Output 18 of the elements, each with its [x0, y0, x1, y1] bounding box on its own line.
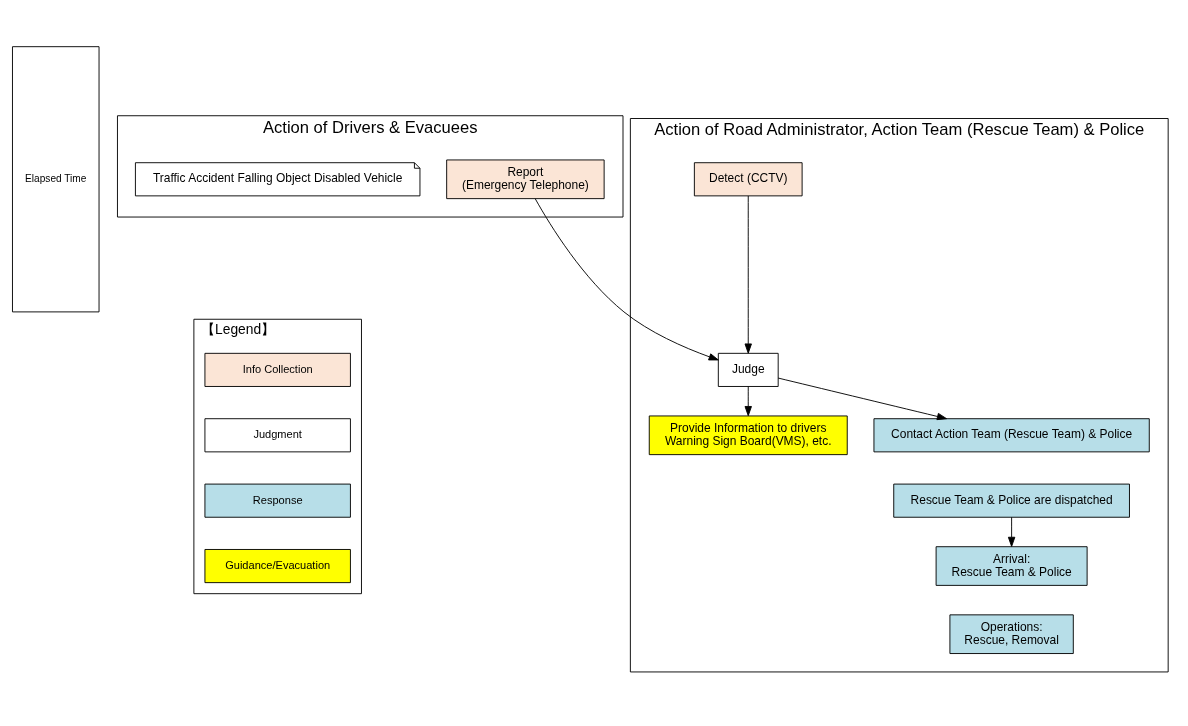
arrow — [744, 195, 752, 354]
node-box: Rescue Team & Police are dispatched — [893, 483, 1130, 518]
node-box: Report (Emergency Telephone) — [446, 159, 605, 200]
node-box: Contact Action Team (Rescue Team) & Police — [873, 418, 1150, 453]
node-box: Arrival: Rescue Team & Police — [935, 546, 1088, 586]
node-box: Judge — [717, 352, 779, 387]
legend-label: Info Collection — [242, 362, 313, 375]
node-box: Detect (CCTV) — [693, 162, 803, 197]
node-box: Provide Information to drivers Warning Sign Board(VMS), etc. — [648, 415, 848, 456]
node-box: Elapsed Time — [12, 46, 100, 313]
legend-label: Judgment — [253, 428, 302, 441]
arrow — [744, 386, 752, 417]
legend-label: Response — [252, 493, 303, 506]
arrow — [777, 377, 948, 421]
node-box: Operations: Rescue, Removal — [949, 614, 1074, 654]
arrow — [534, 198, 719, 361]
arrow — [1007, 516, 1016, 547]
legend-label: Guidance/Evacuation — [225, 558, 331, 571]
